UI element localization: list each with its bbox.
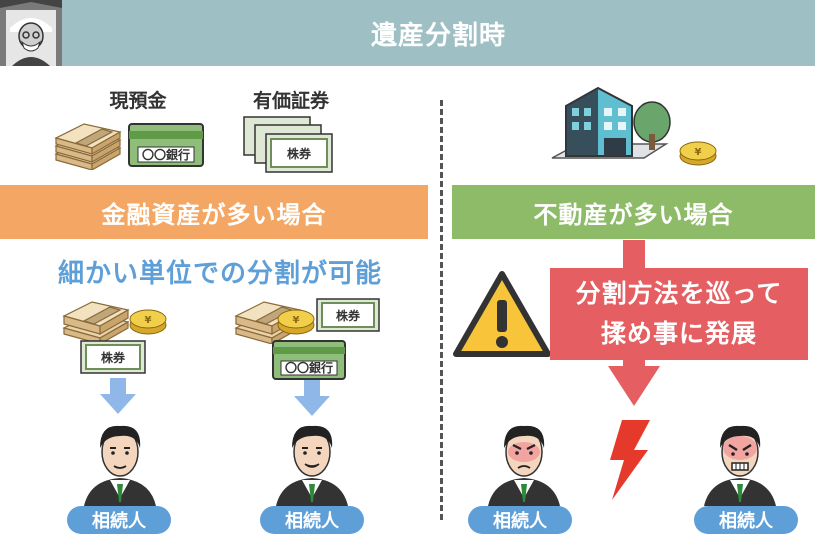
angry-heir-person-icon bbox=[704, 425, 776, 506]
banknote-bundle-icon bbox=[62, 301, 130, 344]
bankbook-icon: 〇〇銀行 bbox=[272, 340, 346, 380]
heir-person-icon bbox=[276, 425, 348, 506]
fine-division-note: 細かい単位での分割が可能 bbox=[57, 259, 382, 289]
heir-label: 相続人 bbox=[260, 506, 364, 534]
svg-text:株券: 株券 bbox=[101, 350, 126, 365]
dispute-warning-box: 分割方法を巡って 揉め事に発展 bbox=[550, 268, 808, 360]
yen-coin-icon: ¥ bbox=[277, 309, 315, 335]
heir-label: 相続人 bbox=[694, 506, 798, 534]
yen-coin-icon: ¥ bbox=[679, 141, 717, 166]
cash-label: 現預金 bbox=[109, 90, 167, 112]
heir-person-icon bbox=[84, 425, 156, 506]
section-divider bbox=[440, 100, 443, 520]
angry-heir-person-icon bbox=[488, 425, 560, 506]
svg-text:¥: ¥ bbox=[695, 147, 702, 158]
bankbook-icon: 〇〇銀行 bbox=[128, 123, 204, 167]
lightning-icon bbox=[610, 420, 650, 500]
stock-certificate-icon: 株券 bbox=[243, 116, 333, 173]
yen-coin-icon: ¥ bbox=[129, 309, 167, 335]
svg-text:¥: ¥ bbox=[293, 315, 300, 326]
heir-label: 相続人 bbox=[468, 506, 572, 534]
stock-certificate-icon: 株券 bbox=[316, 298, 380, 332]
svg-text:株券: 株券 bbox=[287, 146, 312, 161]
banknote-bundle-icon bbox=[54, 123, 122, 170]
warning-icon bbox=[453, 271, 551, 357]
elder-portrait bbox=[0, 0, 62, 66]
svg-text:株券: 株券 bbox=[336, 308, 361, 323]
svg-text:〇〇銀行: 〇〇銀行 bbox=[142, 147, 190, 162]
real-estate-band: 不動産が多い場合 bbox=[452, 185, 815, 239]
heir-label: 相続人 bbox=[67, 506, 171, 534]
svg-text:¥: ¥ bbox=[145, 315, 152, 326]
page-title: 遺産分割時 bbox=[62, 0, 815, 66]
stock-certificate-icon: 株券 bbox=[80, 340, 146, 374]
dispute-line-2: 揉め事に発展 bbox=[600, 319, 757, 348]
down-arrow-icon bbox=[294, 380, 330, 416]
svg-text:〇〇銀行: 〇〇銀行 bbox=[285, 360, 333, 375]
dispute-line-1: 分割方法を巡って bbox=[575, 279, 783, 308]
securities-label: 有価証券 bbox=[252, 90, 329, 112]
down-arrow-icon bbox=[100, 378, 136, 414]
financial-assets-band: 金融資産が多い場合 bbox=[0, 185, 428, 239]
building-icon bbox=[551, 86, 671, 159]
